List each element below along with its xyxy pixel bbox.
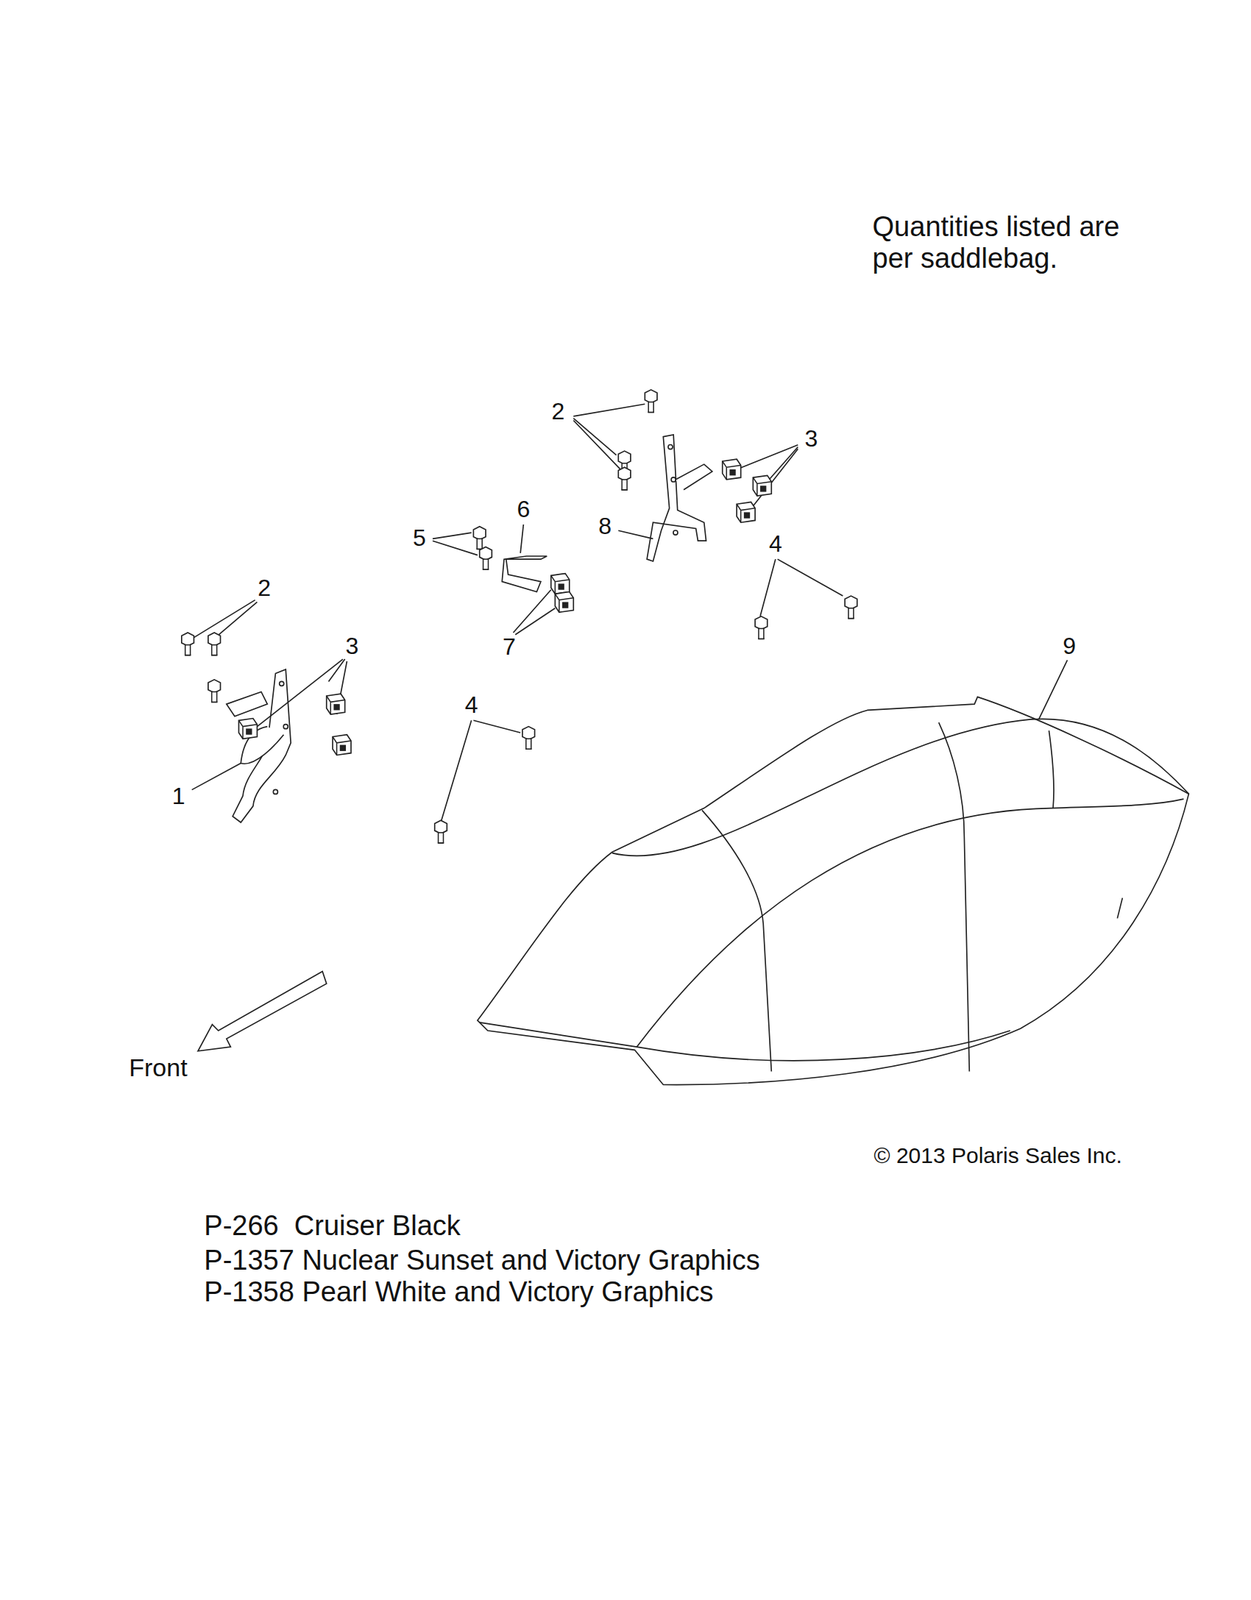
callout-number: 2	[257, 573, 271, 602]
callout-number: 3	[345, 632, 359, 660]
callout-number: 2	[551, 397, 566, 425]
callout-number: 8	[598, 512, 612, 541]
callout-number: 7	[502, 633, 516, 661]
paint-code: P-1358 Pearl White and Victory Graphics	[203, 1276, 714, 1310]
callout-number: 5	[412, 523, 427, 552]
callout-number: 3	[804, 425, 818, 453]
copyright-note: © 2013 Polaris Sales Inc.	[873, 1143, 1122, 1170]
callout-number: 6	[516, 495, 530, 524]
callout-number: 9	[1062, 632, 1076, 660]
note-text: Quantities listed are per saddlebag.	[872, 211, 1146, 275]
paint-code: P-266 Cruiser Black	[203, 1210, 460, 1243]
callout-number: 4	[465, 691, 479, 719]
callout-number: 4	[768, 530, 783, 558]
callout-number: 1	[172, 782, 186, 810]
direction-label: Front	[128, 1053, 187, 1083]
paint-code: P-1357 Nuclear Sunset and Victory Graphi…	[203, 1245, 760, 1278]
